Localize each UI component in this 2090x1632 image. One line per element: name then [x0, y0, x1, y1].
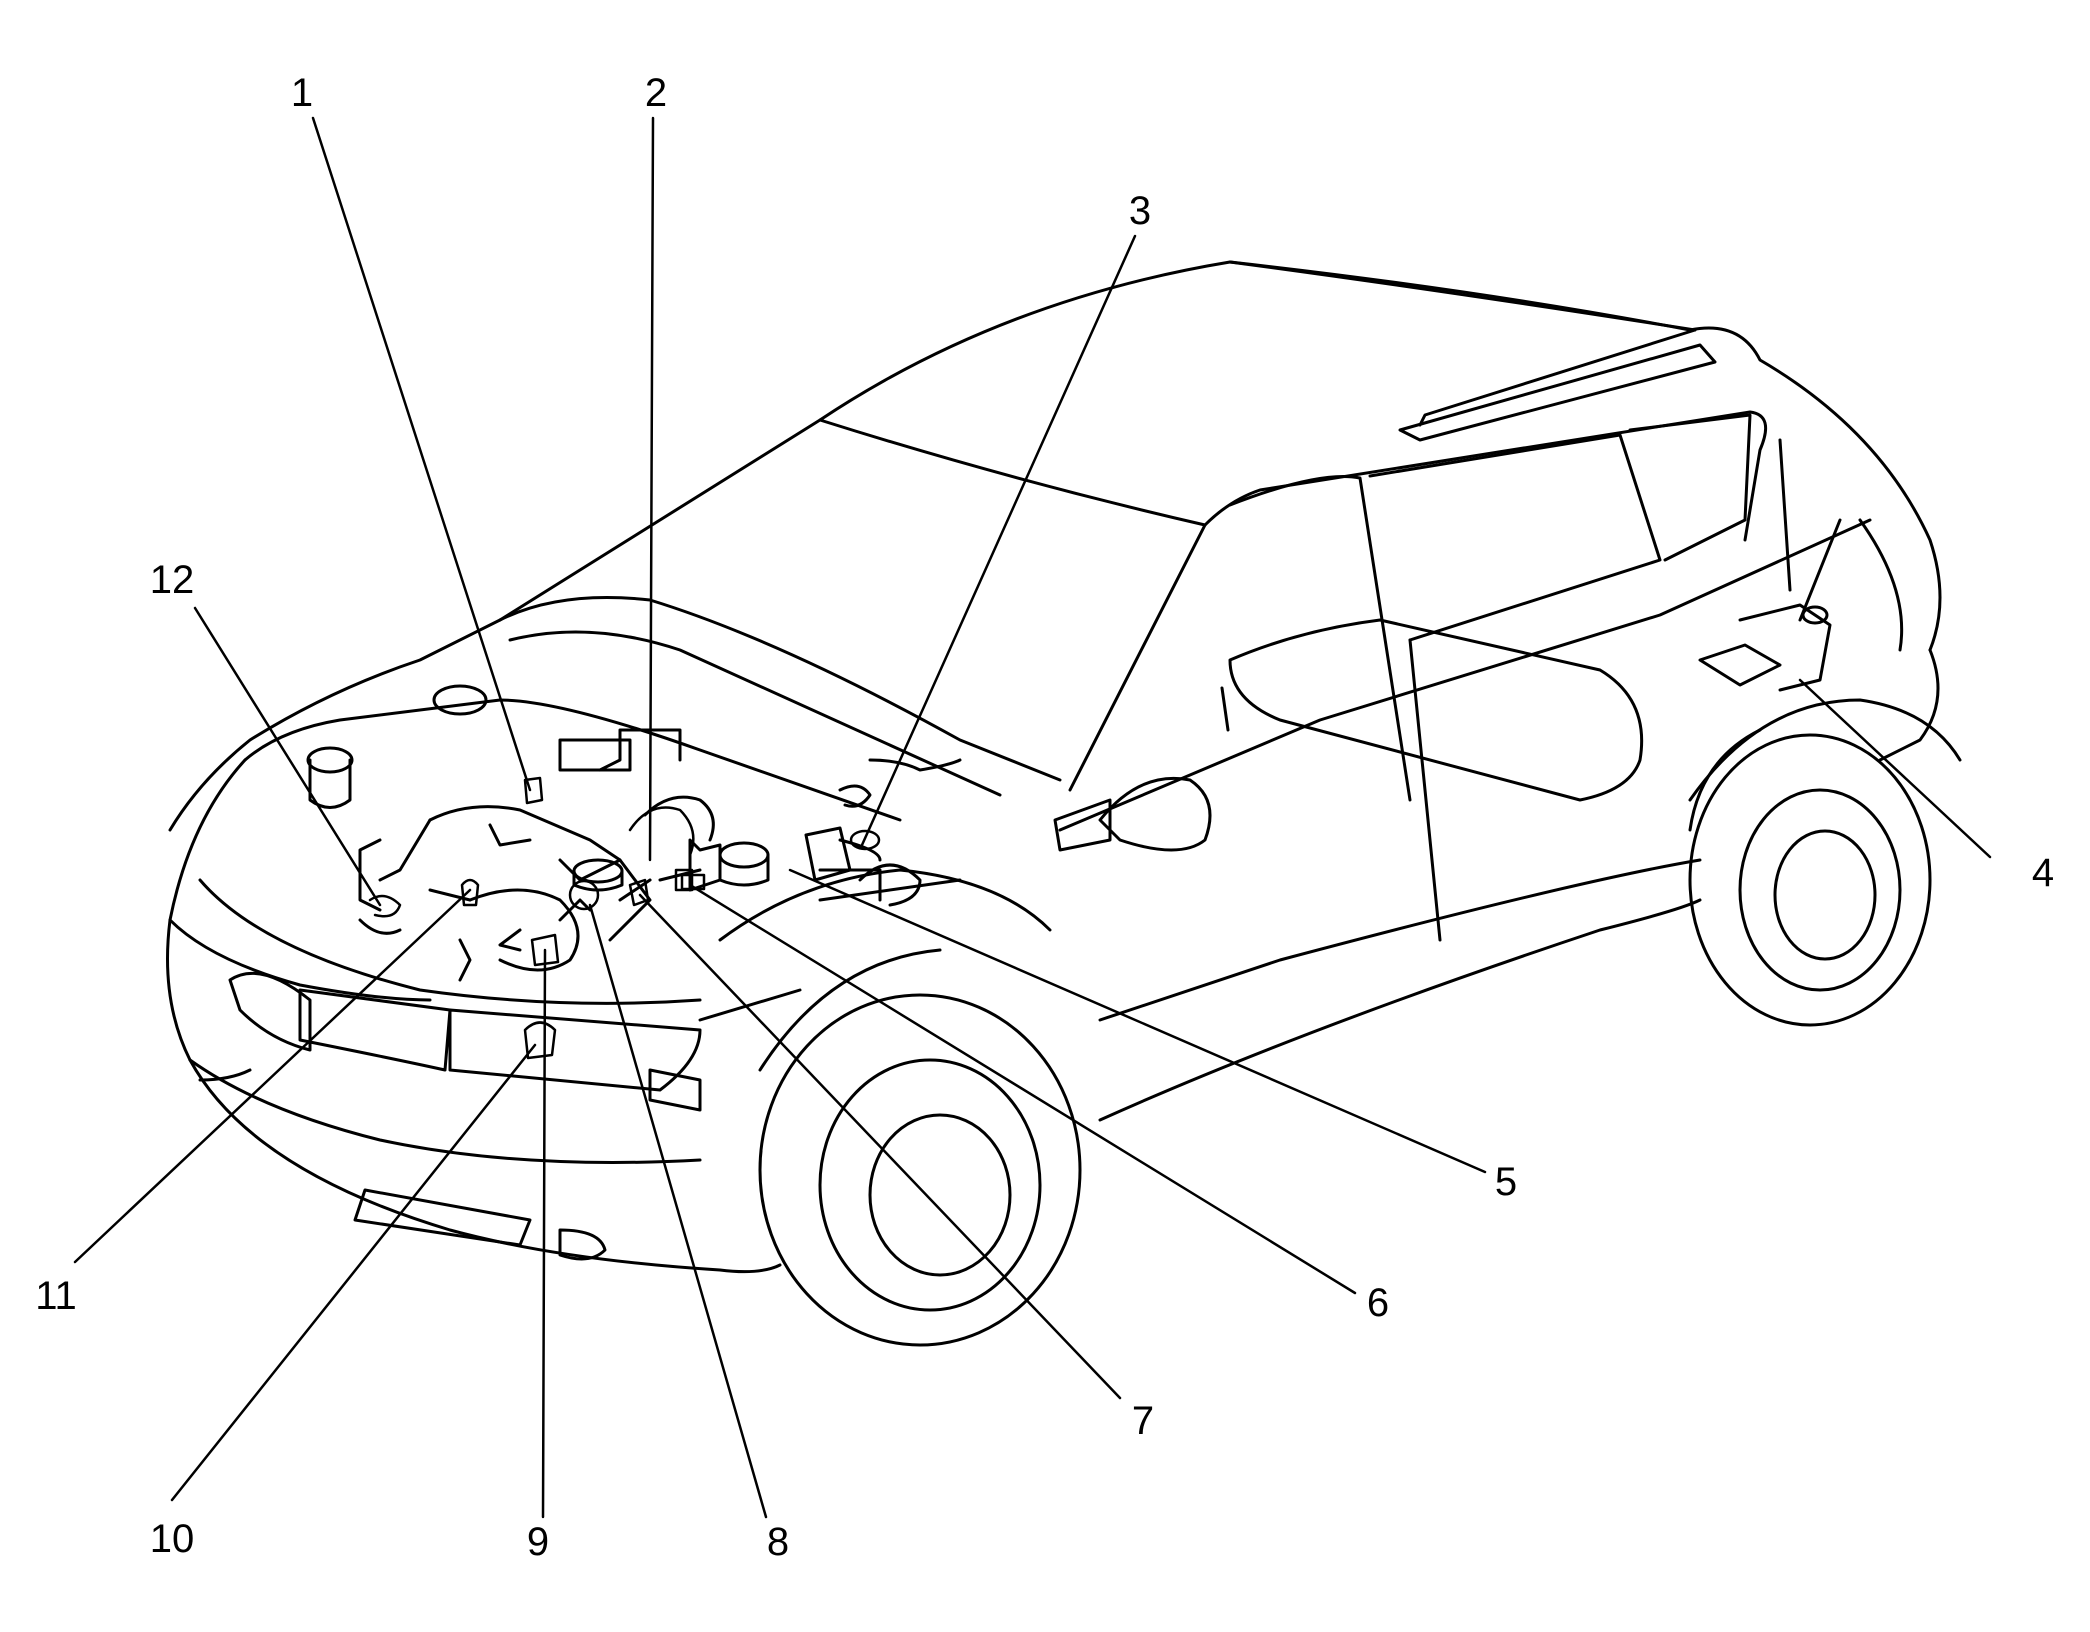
front-fascia [168, 760, 781, 1272]
component-10-marker [525, 1023, 555, 1059]
callout-10: 10 [149, 1517, 195, 1561]
callout-12: 12 [149, 558, 195, 602]
leader-line-8 [590, 905, 766, 1517]
leader-line-3 [862, 236, 1135, 845]
rear-component [1700, 605, 1830, 690]
callout-6: 6 [1366, 1281, 1390, 1325]
component-9-marker [532, 935, 558, 965]
front-wheel [720, 870, 1080, 1345]
component-7-marker [630, 880, 648, 905]
leader-line-9 [543, 950, 545, 1517]
callout-8: 8 [766, 1520, 790, 1564]
callout-5: 5 [1494, 1160, 1518, 1204]
component-1-marker [525, 778, 542, 803]
callout-11: 11 [35, 1274, 77, 1318]
component-8-marker [570, 881, 598, 909]
component-3-marker [851, 831, 879, 849]
leader-line-1 [313, 118, 530, 790]
leader-lines [75, 118, 1990, 1517]
leader-line-12 [195, 608, 380, 905]
leader-line-7 [640, 895, 1120, 1398]
leader-line-2 [650, 118, 653, 860]
engine-bay [170, 598, 1060, 1021]
callout-2: 2 [644, 71, 668, 115]
callout-1: 1 [290, 71, 314, 115]
component-6-marker [676, 870, 692, 890]
callout-9: 9 [526, 1520, 550, 1564]
leader-line-10 [172, 1045, 535, 1500]
leader-line-5 [790, 870, 1485, 1172]
callout-4: 4 [2031, 851, 2055, 895]
component-11-marker [462, 880, 478, 905]
component-markers [370, 778, 879, 1058]
rear-wheel [1690, 700, 1960, 1025]
leader-line-6 [690, 885, 1355, 1293]
leader-line-11 [75, 890, 470, 1262]
leader-line-4 [1800, 680, 1990, 857]
component-2-marker [630, 808, 693, 856]
callout-3: 3 [1128, 189, 1152, 233]
callout-7: 7 [1131, 1399, 1155, 1443]
component-12-marker [370, 896, 400, 916]
vehicle-body [500, 262, 1940, 1120]
